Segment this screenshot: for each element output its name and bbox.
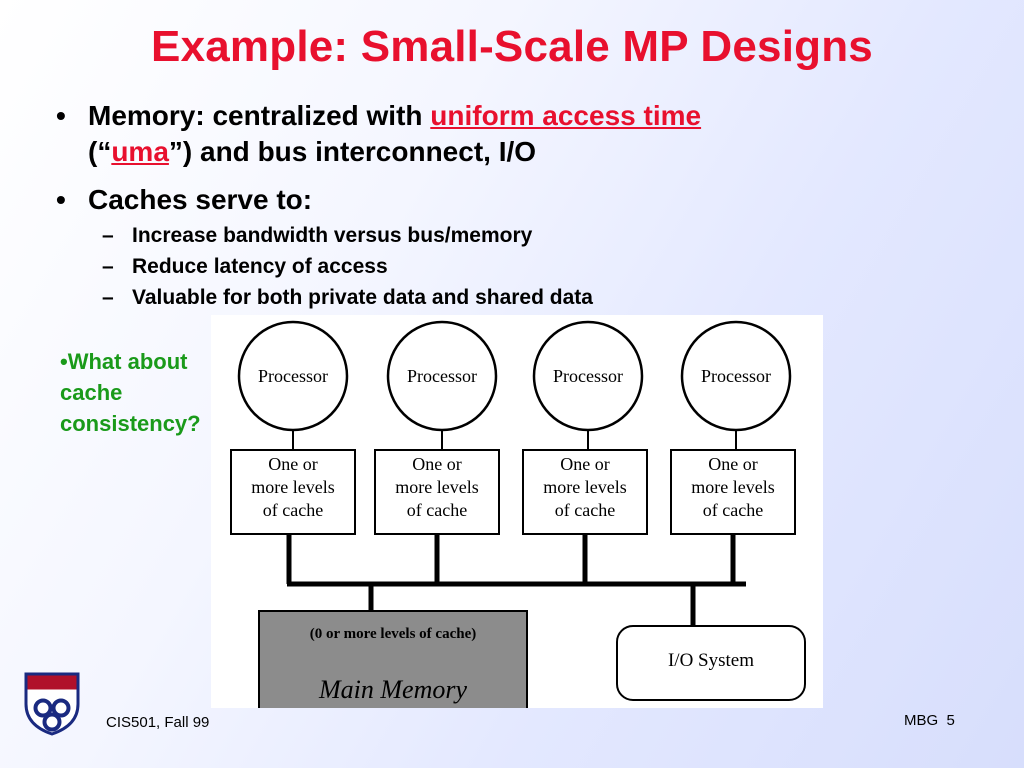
uniform-access-time-link[interactable]: uniform access time: [430, 100, 702, 131]
uma-link[interactable]: uma: [111, 136, 169, 167]
cache-label-line: One or: [268, 454, 317, 474]
sub-bullet: –Increase bandwidth versus bus/memory: [102, 220, 954, 251]
processor-4: Processor: [680, 320, 792, 432]
dash-marker: –: [102, 255, 114, 278]
sub-bullet: –Reduce latency of access: [102, 251, 954, 282]
cache-2: One or more levels of cache: [374, 449, 500, 535]
processor-label: Processor: [701, 366, 771, 386]
dash-marker: –: [102, 224, 114, 247]
sub-bullet-text: Valuable for both private data and share…: [132, 286, 593, 309]
cache-label-line: One or: [708, 454, 757, 474]
note-line: cache: [60, 380, 123, 405]
footer-author: MBG: [904, 712, 939, 729]
sub-bullet-list: –Increase bandwidth versus bus/memory –R…: [54, 220, 954, 313]
cache-label-line: of cache: [555, 500, 615, 520]
cache-label-line: more levels: [691, 477, 774, 497]
cache-label-line: of cache: [263, 500, 323, 520]
cache-label-line: of cache: [407, 500, 467, 520]
mp-diagram: Processor Processor Processor Processor …: [211, 315, 823, 708]
processor-label: Processor: [553, 366, 623, 386]
io-system: I/O System: [616, 625, 806, 701]
bullet-list: • Memory: centralized with uniform acces…: [54, 98, 954, 313]
processor-label: Processor: [258, 366, 328, 386]
bullet-dot: •: [56, 184, 66, 215]
note-line: •What about: [60, 349, 188, 374]
cache-label-line: more levels: [543, 477, 626, 497]
slide-title: Example: Small-Scale MP Designs: [151, 22, 873, 71]
bullet-dot: •: [56, 100, 66, 131]
sub-bullet-text: Increase bandwidth versus bus/memory: [132, 224, 533, 247]
cache-4: One or more levels of cache: [670, 449, 796, 535]
cache-box: [374, 449, 500, 535]
note-line: consistency?: [60, 411, 201, 436]
cache-label-line: One or: [560, 454, 609, 474]
processor-1: Processor: [237, 320, 349, 432]
page-number: 5: [946, 712, 955, 729]
university-shield-logo: [24, 672, 80, 736]
main-memory: (0 or more levels of cache) Main Memory: [258, 610, 528, 708]
bullet-memory-text-end: ”) and bus interconnect, I/O: [168, 136, 537, 167]
dash-marker: –: [102, 286, 114, 309]
cache-consistency-note: •What about cache consistency?: [60, 346, 260, 439]
sub-bullet-text: Reduce latency of access: [132, 255, 388, 278]
bullet-memory-open-quote: (“: [88, 136, 112, 167]
io-system-box: [616, 625, 806, 701]
main-memory-label: Main Memory: [318, 675, 467, 704]
bullet-caches-text: Caches serve to:: [88, 184, 313, 215]
cache-box: [230, 449, 356, 535]
footer-course: CIS501, Fall 99: [106, 714, 210, 731]
cache-label-line: of cache: [703, 500, 763, 520]
bullet-caches: • Caches serve to:: [54, 182, 954, 218]
io-system-label: I/O System: [668, 650, 754, 671]
processor-label: Processor: [407, 366, 477, 386]
main-memory-cache-note: (0 or more levels of cache): [310, 626, 476, 642]
sub-bullet: –Valuable for both private data and shar…: [102, 282, 954, 313]
cache-3: One or more levels of cache: [522, 449, 648, 535]
footer-author-page: MBG 5: [904, 712, 955, 729]
cache-label-line: more levels: [251, 477, 334, 497]
processor-2: Processor: [386, 320, 498, 432]
bullet-memory-text: Memory: centralized with: [88, 100, 431, 131]
cache-1: One or more levels of cache: [230, 449, 356, 535]
processor-3: Processor: [532, 320, 644, 432]
main-memory-box: [258, 610, 528, 708]
cache-label-line: One or: [412, 454, 461, 474]
cache-label-line: more levels: [395, 477, 478, 497]
bullet-memory: • Memory: centralized with uniform acces…: [54, 98, 954, 170]
